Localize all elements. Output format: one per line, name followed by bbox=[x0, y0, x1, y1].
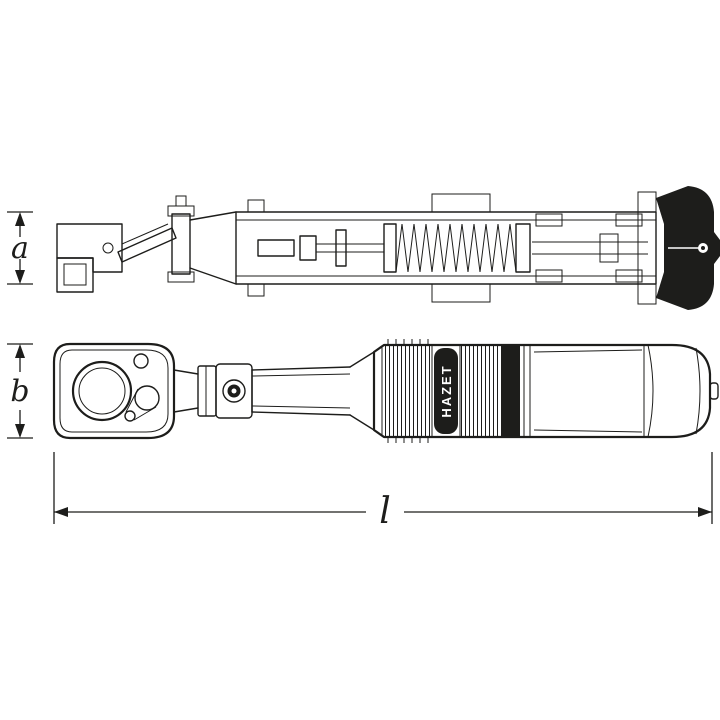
dimension-b-label: b bbox=[10, 374, 29, 409]
handle: HAZET bbox=[372, 339, 719, 443]
end-cap bbox=[643, 344, 701, 438]
dimension-l: l bbox=[53, 452, 713, 532]
push-rod-section bbox=[532, 213, 648, 283]
dimension-a-label: a bbox=[11, 231, 29, 266]
pin-hole bbox=[133, 353, 149, 369]
knurl-band-section bbox=[637, 191, 657, 305]
barrel-shading bbox=[533, 349, 643, 433]
section-view bbox=[56, 186, 720, 310]
knurl-pads-section bbox=[431, 193, 491, 303]
knurl-grip-1 bbox=[382, 346, 432, 436]
bearing-block bbox=[535, 213, 563, 227]
bottom-fitting bbox=[247, 283, 265, 297]
spring-seat-left bbox=[383, 223, 397, 273]
bearing-block bbox=[615, 213, 643, 227]
end-cap-section bbox=[637, 186, 720, 310]
dimension-l-label: l bbox=[379, 491, 391, 532]
pivot-pin bbox=[102, 242, 114, 254]
spring-assembly-section bbox=[383, 223, 531, 273]
bearing-block bbox=[615, 269, 643, 283]
release-button-housing bbox=[215, 363, 253, 419]
bearing-block bbox=[535, 269, 563, 283]
pivot-clamp-section bbox=[167, 195, 195, 283]
end-nub bbox=[709, 382, 719, 400]
knurl-grip-2 bbox=[460, 346, 502, 436]
dark-ring bbox=[502, 345, 520, 437]
release-lever-section bbox=[117, 223, 177, 263]
spring-seat-right bbox=[515, 223, 531, 273]
drive-hole bbox=[71, 360, 133, 422]
ratchet-head bbox=[52, 342, 176, 440]
release-button bbox=[222, 379, 246, 403]
brand-band: HAZET bbox=[434, 348, 458, 434]
dimension-b: b bbox=[7, 343, 33, 439]
dimension-a: a bbox=[7, 211, 33, 285]
internal-rod-section bbox=[257, 229, 384, 267]
knurl-ticks bbox=[387, 339, 429, 443]
cross-pin bbox=[335, 229, 347, 267]
ratchet-head-section bbox=[56, 223, 123, 273]
top-fitting bbox=[247, 199, 265, 213]
clamp-screw bbox=[175, 195, 187, 207]
drive-square-section bbox=[56, 257, 94, 293]
shaft bbox=[251, 351, 375, 431]
side-view: HAZET bbox=[52, 339, 719, 443]
keyhole-slot bbox=[124, 385, 160, 422]
brand-label: HAZET bbox=[439, 364, 454, 417]
spring-coil bbox=[395, 223, 517, 273]
neck-collar bbox=[173, 365, 217, 417]
